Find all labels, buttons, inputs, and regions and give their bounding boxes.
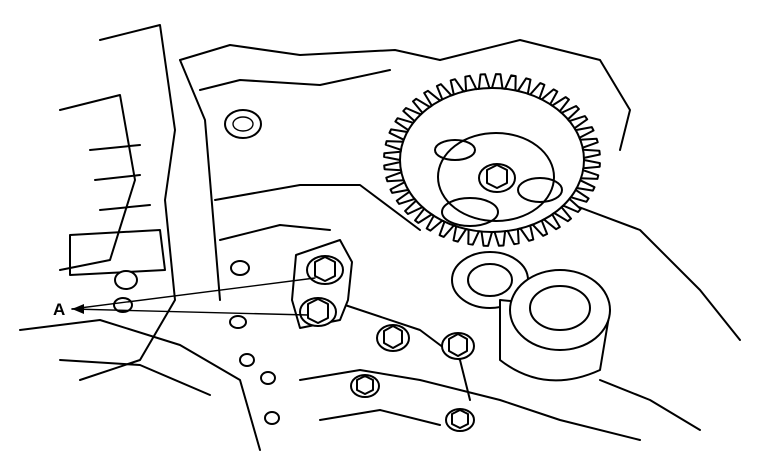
leader-line-lower bbox=[71, 308, 309, 316]
camshaft-sprocket bbox=[383, 73, 601, 247]
bolt-icon bbox=[264, 411, 280, 425]
bolt-icon bbox=[441, 332, 475, 360]
callout-label: A bbox=[53, 300, 65, 319]
arrowhead bbox=[72, 304, 84, 314]
bolt-icon bbox=[260, 371, 276, 385]
callout-a: A bbox=[53, 277, 316, 319]
bolt-icon bbox=[239, 353, 255, 367]
oil-filter bbox=[499, 269, 611, 382]
bolts bbox=[113, 260, 475, 432]
bolt-icon bbox=[350, 374, 380, 398]
bolt-icon bbox=[114, 270, 138, 290]
bolt-icon bbox=[445, 408, 475, 432]
bolt-icon bbox=[376, 324, 410, 352]
bolt-icon bbox=[229, 315, 247, 329]
housing-bolt-hole bbox=[224, 109, 262, 139]
leader-line-upper bbox=[71, 277, 316, 310]
sprocket-bolt-icon bbox=[478, 163, 516, 193]
sensor-component bbox=[291, 239, 353, 329]
engine-block bbox=[19, 24, 741, 451]
bolt-icon bbox=[230, 260, 250, 276]
